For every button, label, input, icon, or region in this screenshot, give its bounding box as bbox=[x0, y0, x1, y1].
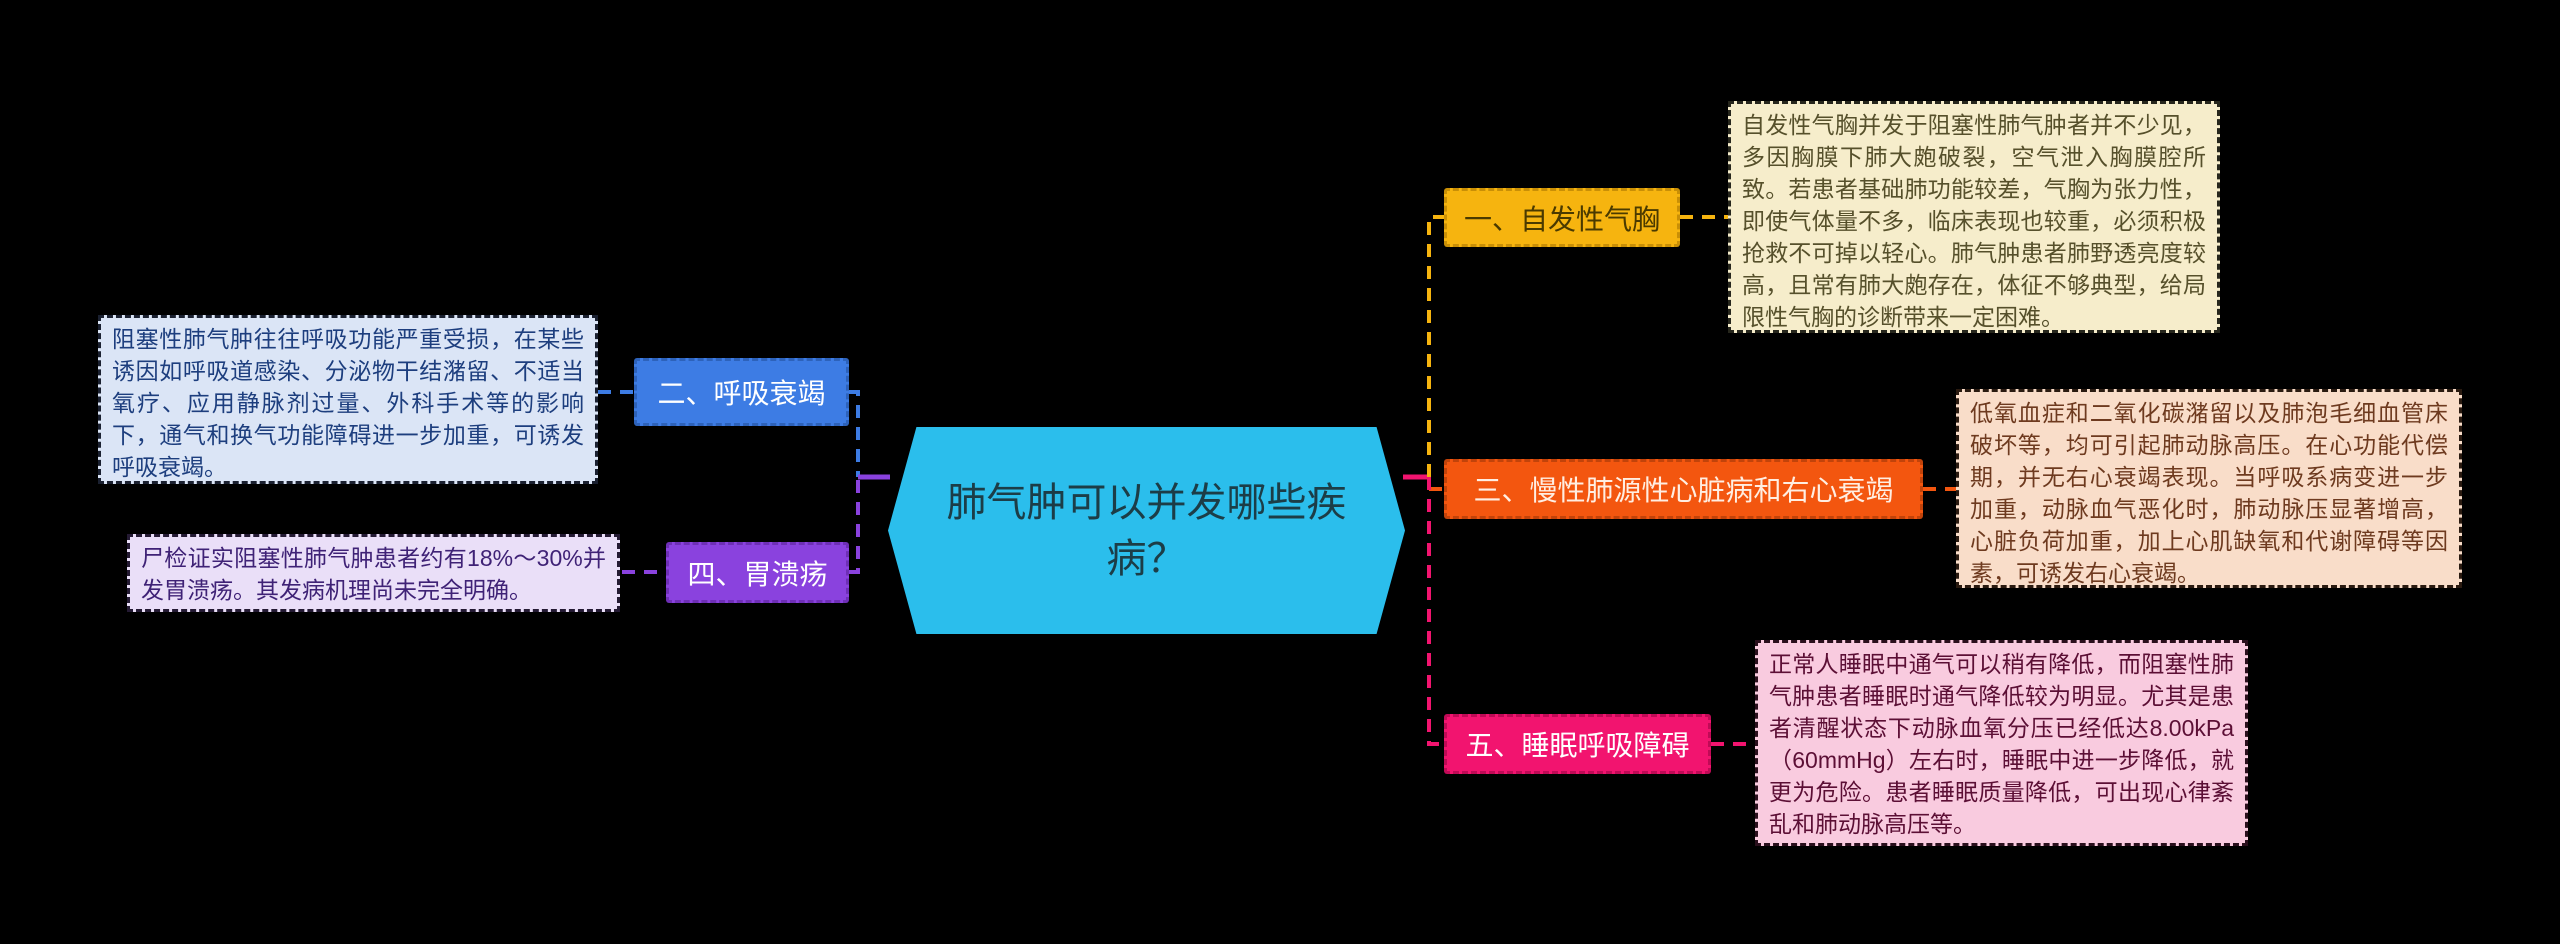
note-box-spontaneous-pneumothorax[interactable]: 自发性气胸并发于阻塞性肺气肿者并不少见，多因胸膜下肺大皰破裂，空气泄入胸膜腔所致… bbox=[1728, 101, 2220, 333]
branch-label: 二、呼吸衰竭 bbox=[657, 378, 826, 409]
connector-branch-sleep-disorder bbox=[1427, 477, 1444, 746]
branch-node-gastric-ulcer[interactable]: 四、胃溃疡 bbox=[666, 542, 849, 603]
branch-node-respiratory-failure[interactable]: 二、呼吸衰竭 bbox=[634, 358, 849, 426]
note-box-gastric-ulcer[interactable]: 尸检证实阻塞性肺气肿患者约有18%～30%并发胃溃疡。其发病机理尚未完全明确。 bbox=[127, 534, 620, 612]
branch-label: 四、胃溃疡 bbox=[687, 558, 828, 590]
note-text: 自发性气胸并发于阻塞性肺气肿者并不少见，多因胸膜下肺大皰破裂，空气泄入胸膜腔所致… bbox=[1742, 112, 2206, 330]
branch-node-cor-pulmonale[interactable]: 三、慢性肺源性心脏病和右心衰竭 bbox=[1444, 459, 1923, 519]
connector-branch-gastric-ulcer bbox=[849, 477, 860, 574]
connector-branch-spontaneous-pneumothorax bbox=[1427, 215, 1444, 477]
note-box-sleep-disorder[interactable]: 正常人睡眠中通气可以稍有降低，而阻塞性肺气肿患者睡眠时通气降低较为明显。尤其是患… bbox=[1755, 640, 2248, 846]
note-box-cor-pulmonale[interactable]: 低氧血症和二氧化碳潴留以及肺泡毛细血管床破坏等，均可引起肺动脉高压。在心功能代偿… bbox=[1956, 389, 2462, 588]
branch-node-spontaneous-pneumothorax[interactable]: 一、自发性气胸 bbox=[1444, 188, 1680, 247]
central-topic-node[interactable]: 肺气肿可以并发哪些疾病？ bbox=[888, 427, 1405, 634]
note-text: 尸检证实阻塞性肺气肿患者约有18%～30%并发胃溃疡。其发病机理尚未完全明确。 bbox=[141, 545, 606, 603]
connector-branch-respiratory-failure bbox=[849, 390, 860, 477]
branch-label: 三、慢性肺源性心脏病和右心衰竭 bbox=[1473, 475, 1894, 506]
branch-node-sleep-disorder[interactable]: 五、睡眠呼吸障碍 bbox=[1444, 714, 1711, 774]
branch-label: 一、自发性气胸 bbox=[1463, 203, 1660, 235]
note-text: 低氧血症和二氧化碳潴留以及肺泡毛细血管床破坏等，均可引起肺动脉高压。在心功能代偿… bbox=[1970, 400, 2448, 586]
note-box-respiratory-failure[interactable]: 阻塞性肺气肿往往呼吸功能严重受损，在某些诱因如呼吸道感染、分泌物干结潴留、不适当… bbox=[98, 315, 598, 484]
note-text: 正常人睡眠中通气可以稍有降低，而阻塞性肺气肿患者睡眠时通气降低较为明显。尤其是患… bbox=[1769, 651, 2234, 837]
branch-label: 五、睡眠呼吸障碍 bbox=[1465, 730, 1690, 761]
note-text: 阻塞性肺气肿往往呼吸功能严重受损，在某些诱因如呼吸道感染、分泌物干结潴留、不适当… bbox=[112, 326, 584, 480]
central-topic-label: 肺气肿可以并发哪些疾病？ bbox=[946, 480, 1347, 581]
